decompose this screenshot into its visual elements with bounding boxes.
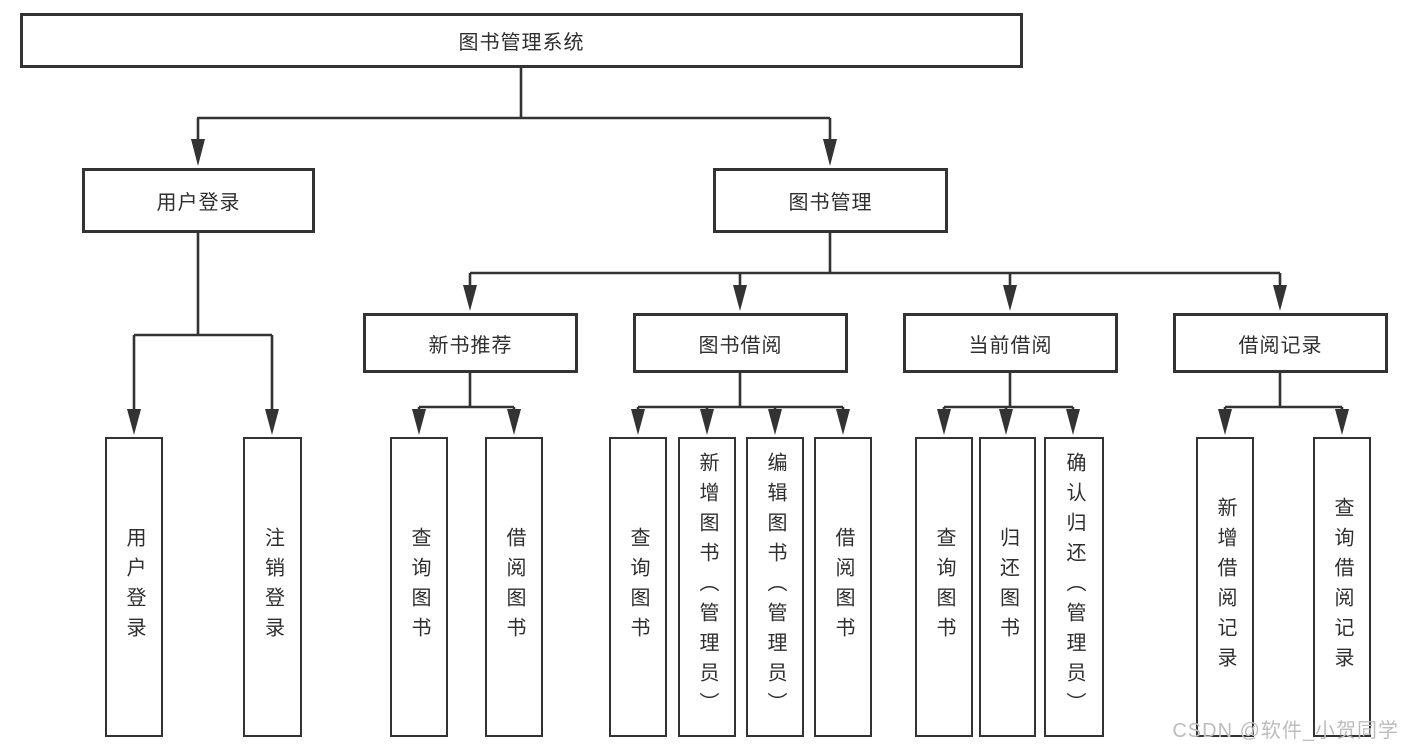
node-label: 当前借阅 (968, 334, 1053, 357)
node-book-management: 图书管理 (713, 168, 948, 233)
leaf-records-add-record: 新增借阅记录 (1196, 437, 1254, 737)
leaf-label: 查询借阅记录 (1331, 497, 1353, 677)
leaf-borrow-query-books: 查询图书 (609, 437, 667, 737)
leaf-current-confirm-return-admin: 确认归还（管理员） (1044, 437, 1104, 737)
node-label: 借阅记录 (1238, 334, 1323, 357)
node-new-book-recommendation: 新书推荐 (363, 313, 578, 373)
leaf-label: 用户登录 (123, 527, 145, 647)
node-label: 图书管理系统 (458, 32, 585, 54)
leaf-user-login: 用户登录 (105, 437, 163, 737)
leaf-label: 查询图书 (408, 527, 430, 647)
node-book-borrowing: 图书借阅 (633, 313, 848, 373)
leaf-label: 注销登录 (261, 527, 284, 647)
leaf-label: 查询图书 (933, 527, 955, 647)
leaf-current-return-books: 归还图书 (979, 437, 1036, 737)
arrowheads (127, 139, 1349, 435)
node-label: 新书推荐 (428, 334, 513, 357)
leaf-newbooks-query-books: 查询图书 (390, 437, 448, 737)
node-library-management-system: 图书管理系统 (20, 13, 1023, 68)
node-user-login: 用户登录 (82, 168, 315, 233)
node-label: 图书管理 (788, 192, 873, 214)
leaf-logout: 注销登录 (243, 437, 302, 737)
leaf-label: 归还图书 (996, 527, 1019, 647)
leaf-label: 编辑图书（管理员） (764, 452, 786, 722)
leaf-borrow-borrow-books: 借阅图书 (814, 437, 872, 737)
leaf-label: 借阅图书 (832, 527, 854, 647)
leaf-label: 查询图书 (627, 527, 649, 647)
leaf-borrow-add-books-admin: 新增图书（管理员） (678, 437, 736, 737)
leaf-records-query-record: 查询借阅记录 (1313, 437, 1371, 737)
leaf-label: 确认归还（管理员） (1063, 452, 1085, 722)
leaf-label: 新增图书（管理员） (696, 452, 718, 722)
leaf-label: 新增借阅记录 (1214, 497, 1236, 677)
csdn-watermark: CSDN @软件_小贺同学 (1172, 720, 1399, 742)
leaf-label: 借阅图书 (503, 527, 525, 647)
leaf-current-query-books: 查询图书 (915, 437, 973, 737)
node-current-borrowing: 当前借阅 (903, 313, 1118, 373)
node-borrowing-records: 借阅记录 (1173, 313, 1388, 373)
node-label: 图书借阅 (698, 334, 783, 357)
leaf-borrow-edit-books-admin: 编辑图书（管理员） (746, 437, 804, 737)
node-label: 用户登录 (156, 192, 241, 214)
leaf-newbooks-borrow-books: 借阅图书 (485, 437, 543, 737)
